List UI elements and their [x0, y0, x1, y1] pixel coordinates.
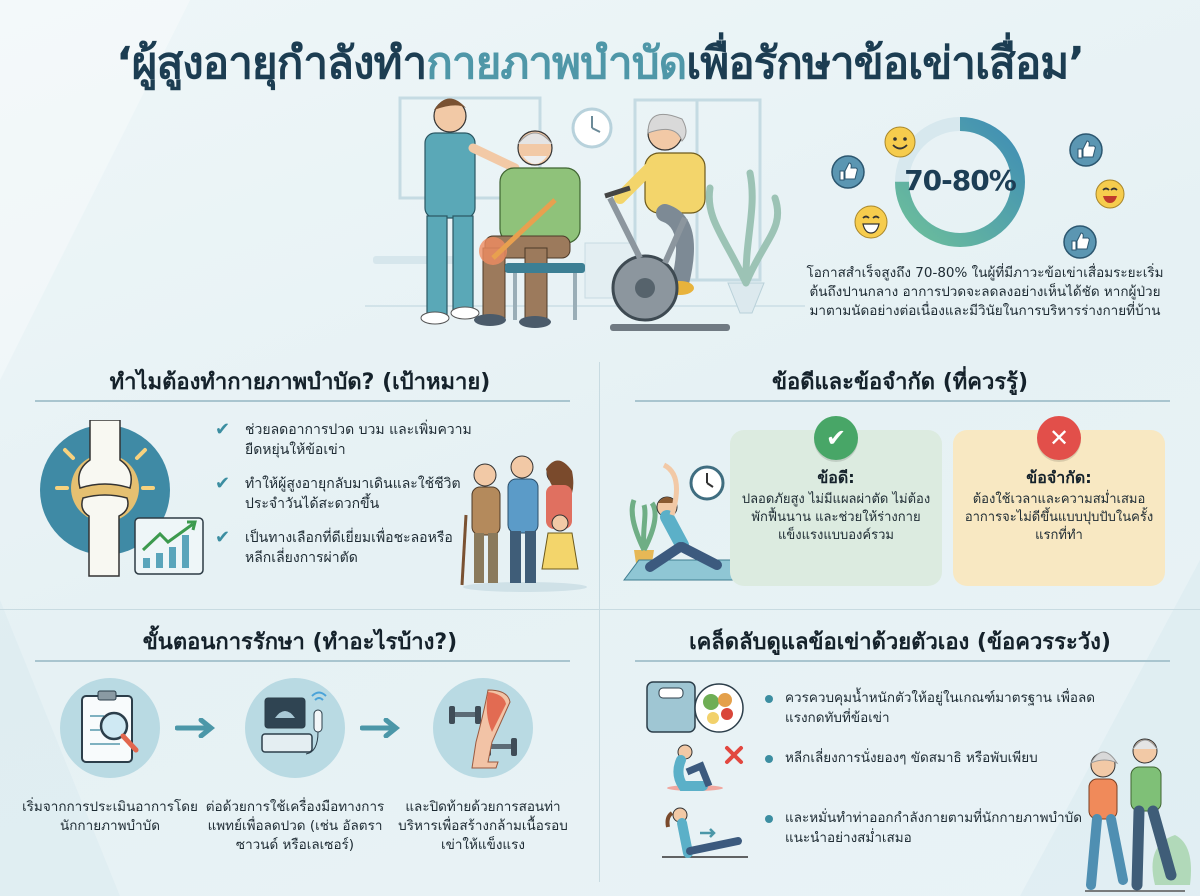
leg-raise-exercise-icon [662, 807, 748, 858]
section-rule [35, 660, 570, 662]
thumbs-up-icon [831, 155, 865, 189]
scale-and-salad-icon [646, 681, 744, 733]
benefits-list: ✔ ช่วยลดอาการปวด บวม และเพิ่มความยืดหยุ่… [215, 420, 475, 582]
section-rule [35, 400, 570, 402]
step-1-circle [60, 678, 160, 778]
smile-emoji [884, 126, 916, 158]
laugh-emoji [1095, 179, 1125, 209]
knee-joint-chart-icon [40, 420, 204, 577]
step-3-circle [433, 678, 533, 778]
check-circle-icon: ✔ [814, 416, 858, 460]
section-title-proscons: ข้อดีและข้อจำกัด (ที่ควรรู้) [771, 370, 1029, 395]
check-icon: ✔ [215, 473, 231, 494]
bullet-icon [765, 815, 773, 823]
step-2-circle [245, 678, 345, 778]
step-1-text: เริ่มจากการประเมินอาการโดยนักกายภาพบำบัด [22, 799, 198, 834]
check-icon: ✔ [215, 419, 231, 440]
stretching-person-illustration [623, 462, 740, 581]
arrow-right-icon [175, 718, 216, 738]
tip-item: และหมั่นทำท่าออกกำลังกายตามที่นักกายภาพบ… [765, 808, 1095, 848]
elderly-couple-jogging-illustration [1085, 738, 1191, 892]
success-rate-panel: 70-80% โอกาสสำเร็จสูงถึง 70-80% ในผู้ที่… [806, 112, 1190, 352]
leg-muscle-dumbbell-icon [449, 689, 517, 769]
thumbs-up-icon [1063, 225, 1097, 259]
bullet-icon [765, 695, 773, 703]
bullet-icon [765, 755, 773, 763]
cons-body: ต้องใช้เวลาและความสม่ำเสมอ อาการจะไม่ดีข… [964, 492, 1154, 543]
check-icon: ✔ [215, 527, 231, 548]
pros-body: ปลอดภัยสูง ไม่มีแผลผ่าตัด ไม่ต้องพักฟื้น… [741, 492, 931, 543]
success-rate-description: โอกาสสำเร็จสูงถึง 70-80% ในผู้ที่มีภาวะข… [806, 265, 1164, 319]
section-title-tips: เคล็ดลับดูแลข้อเข่าด้วยตัวเอง (ข้อควรระว… [689, 630, 1111, 655]
step-3-text: และปิดท้ายด้วยการสอนท่าบริหารเพื่อสร้างก… [398, 799, 568, 853]
benefit-item: ✔ ทำให้ผู้สูงอายุกลับมาเดินและใช้ชีวิตปร… [215, 473, 461, 513]
pros-card: ✔ ข้อดี: ปลอดภัยสูง ไม่มีแผลผ่าตัด ไม่ต้… [730, 416, 942, 586]
pros-heading: ข้อดี: [817, 468, 855, 487]
hero-illustration [365, 96, 805, 331]
success-rate-ring [895, 117, 1025, 247]
benefit-item: ✔ เป็นทางเลือกที่ดีเยี่ยมเพื่อชะลอหรือหล… [215, 527, 453, 567]
section-title-why: ทำไมต้องทำกายภาพบำบัด? (เป้าหมาย) [109, 370, 491, 395]
tip-item: ควรควบคุมน้ำหนักตัวให้อยู่ในเกณฑ์มาตรฐาน… [765, 688, 1095, 728]
section-rule [635, 400, 1170, 402]
ultrasound-machine-icon [261, 691, 327, 755]
benefit-item: ✔ ช่วยลดอาการปวด บวม และเพิ่มความยืดหยุ่… [215, 419, 472, 459]
step-2-text: ต่อด้วยการใช้เครื่องมือทางการแพทย์เพื่อล… [205, 799, 385, 853]
family-walking-illustration [460, 455, 587, 592]
success-rate-value: 70-80% [904, 164, 1017, 197]
x-circle-icon: ✕ [1037, 416, 1081, 460]
page-title: ‘ผู้สูงอายุกำลังทำกายภาพบำบัดเพื่อรักษาข… [0, 28, 1200, 98]
tip-item: หลีกเลี่ยงการนั่งยองๆ ขัดสมาธิ หรือพับเพ… [765, 748, 1095, 768]
sitting-cross-out-icon [667, 744, 743, 791]
section-rule [635, 660, 1170, 662]
title-part-2: เพื่อรักษาข้อเข่าเสื่อม’ [686, 38, 1085, 89]
thumbs-up-icon [1069, 133, 1103, 167]
horizontal-divider [0, 609, 1200, 610]
section-title-steps: ขั้นตอนการรักษา (ทำอะไรบ้าง?) [142, 630, 458, 655]
title-accent: กายภาพบำบัด [426, 38, 687, 89]
cons-card: ✕ ข้อจำกัด: ต้องใช้เวลาและความสม่ำเสมอ อ… [953, 416, 1165, 586]
grin-emoji [854, 205, 888, 239]
title-part-1: ‘ผู้สูงอายุกำลังทำ [115, 38, 427, 89]
vertical-divider [599, 362, 600, 882]
clipboard-magnifier-icon [81, 690, 139, 763]
arrow-right-icon [360, 718, 401, 738]
cons-heading: ข้อจำกัด: [1026, 468, 1092, 487]
